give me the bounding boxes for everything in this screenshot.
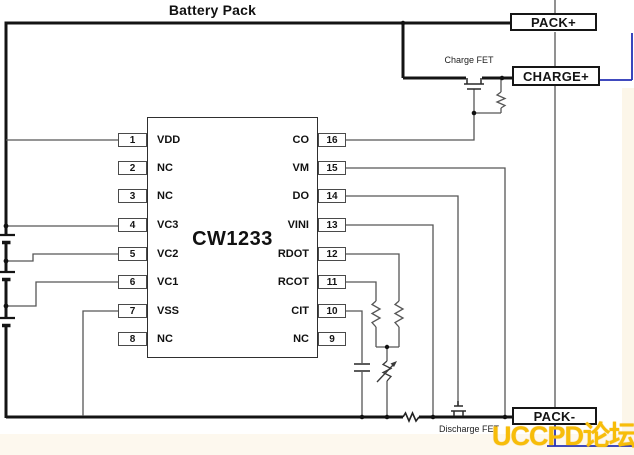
rdot-resistor (393, 300, 405, 328)
pin-label-nc8: NC (157, 333, 173, 345)
pin-label-vini: VINI (287, 219, 309, 231)
gate-resistor-wire (474, 78, 502, 114)
pin-box-6: 6 (118, 275, 147, 289)
pin-label-vdd: VDD (157, 134, 181, 146)
discharge-fet-body (451, 401, 466, 416)
battery-cells (0, 233, 15, 328)
pin-box-7: 7 (118, 304, 147, 318)
vm-wire (346, 167, 506, 416)
pin-label-rdot: RDOT (277, 248, 309, 260)
junction-dots (3, 20, 508, 420)
co-wire (346, 89, 475, 141)
pack-plus-terminal: PACK+ (510, 13, 597, 31)
pin-box-13: 13 (318, 218, 346, 232)
forum-watermark: UCCPD论坛 (492, 421, 634, 451)
pin-box-9: 9 (318, 332, 346, 346)
blue-trace-top (600, 33, 633, 81)
pin-box-5: 5 (118, 247, 147, 261)
pack-minus-terminal: PACK- (512, 407, 597, 425)
rdot-wire (346, 253, 400, 347)
pin-label-vc3: VC3 (157, 219, 179, 231)
rcot-wire (346, 281, 377, 347)
scan-tint-bottom (0, 434, 634, 455)
signal-wires (6, 0, 556, 416)
pin-box-2: 2 (118, 161, 147, 175)
battery-pack-label: Battery Pack (168, 2, 257, 18)
discharge-fet-symbol (451, 401, 466, 416)
charge-branch-bus (401, 23, 512, 80)
cit-capacitor (354, 363, 370, 372)
timing-junction-wire (376, 346, 399, 416)
blue-trace-bottom (547, 425, 634, 447)
pin-label-cit: CIT (291, 305, 309, 317)
thermistor-symbol (376, 360, 397, 383)
charge-fet-symbol (464, 78, 484, 90)
thermistor-arrow (376, 363, 395, 383)
pin-box-10: 10 (318, 304, 346, 318)
pin-label-vss: VSS (157, 305, 180, 317)
pin-box-1: 1 (118, 133, 147, 147)
pin-label-nc2: NC (157, 162, 173, 174)
blue-trace (547, 33, 634, 447)
pin-box-12: 12 (318, 247, 346, 261)
pin-box-16: 16 (318, 133, 346, 147)
pin-box-3: 3 (118, 189, 147, 203)
pin-label-co: CO (292, 134, 310, 146)
fet-gate-resistor (495, 91, 507, 109)
thermistor-arrowhead (390, 361, 397, 367)
rcot-resistor (370, 300, 382, 328)
pin-box-14: 14 (318, 189, 346, 203)
pin-box-11: 11 (318, 275, 346, 289)
vc2-wire (6, 253, 118, 262)
sense-resistor (402, 411, 420, 423)
charge-fet-body (464, 78, 484, 90)
pin-box-15: 15 (318, 161, 346, 175)
pin-label-vc2: VC2 (157, 248, 179, 260)
cit-wire (346, 310, 363, 416)
scan-tint-right (622, 88, 634, 455)
pin-label-rcot: RCOT (277, 276, 309, 288)
resistors (370, 91, 507, 328)
pin-label-nc9: NC (293, 333, 309, 345)
do-wire (346, 195, 459, 406)
charge-plus-terminal: CHARGE+ (512, 66, 600, 86)
ic-name: CW1233 (192, 228, 273, 250)
pin-box-4: 4 (118, 218, 147, 232)
discharge-fet-label: Discharge FET (438, 424, 500, 434)
pin-label-vm: VM (292, 162, 310, 174)
vss-wire (82, 310, 118, 416)
power-bus-wires (4, 21, 512, 419)
ic-body (147, 117, 318, 358)
vini-wire (346, 224, 434, 416)
charge-fet-label: Charge FET (444, 55, 494, 65)
battery-short-plates (2, 240, 11, 328)
pin-label-nc3: NC (157, 190, 173, 202)
vc1-wire (6, 281, 118, 307)
pin-label-vc1: VC1 (157, 276, 179, 288)
pin-label-do: DO (292, 190, 310, 202)
pin-box-8: 8 (118, 332, 147, 346)
battery-long-plates (0, 233, 15, 320)
